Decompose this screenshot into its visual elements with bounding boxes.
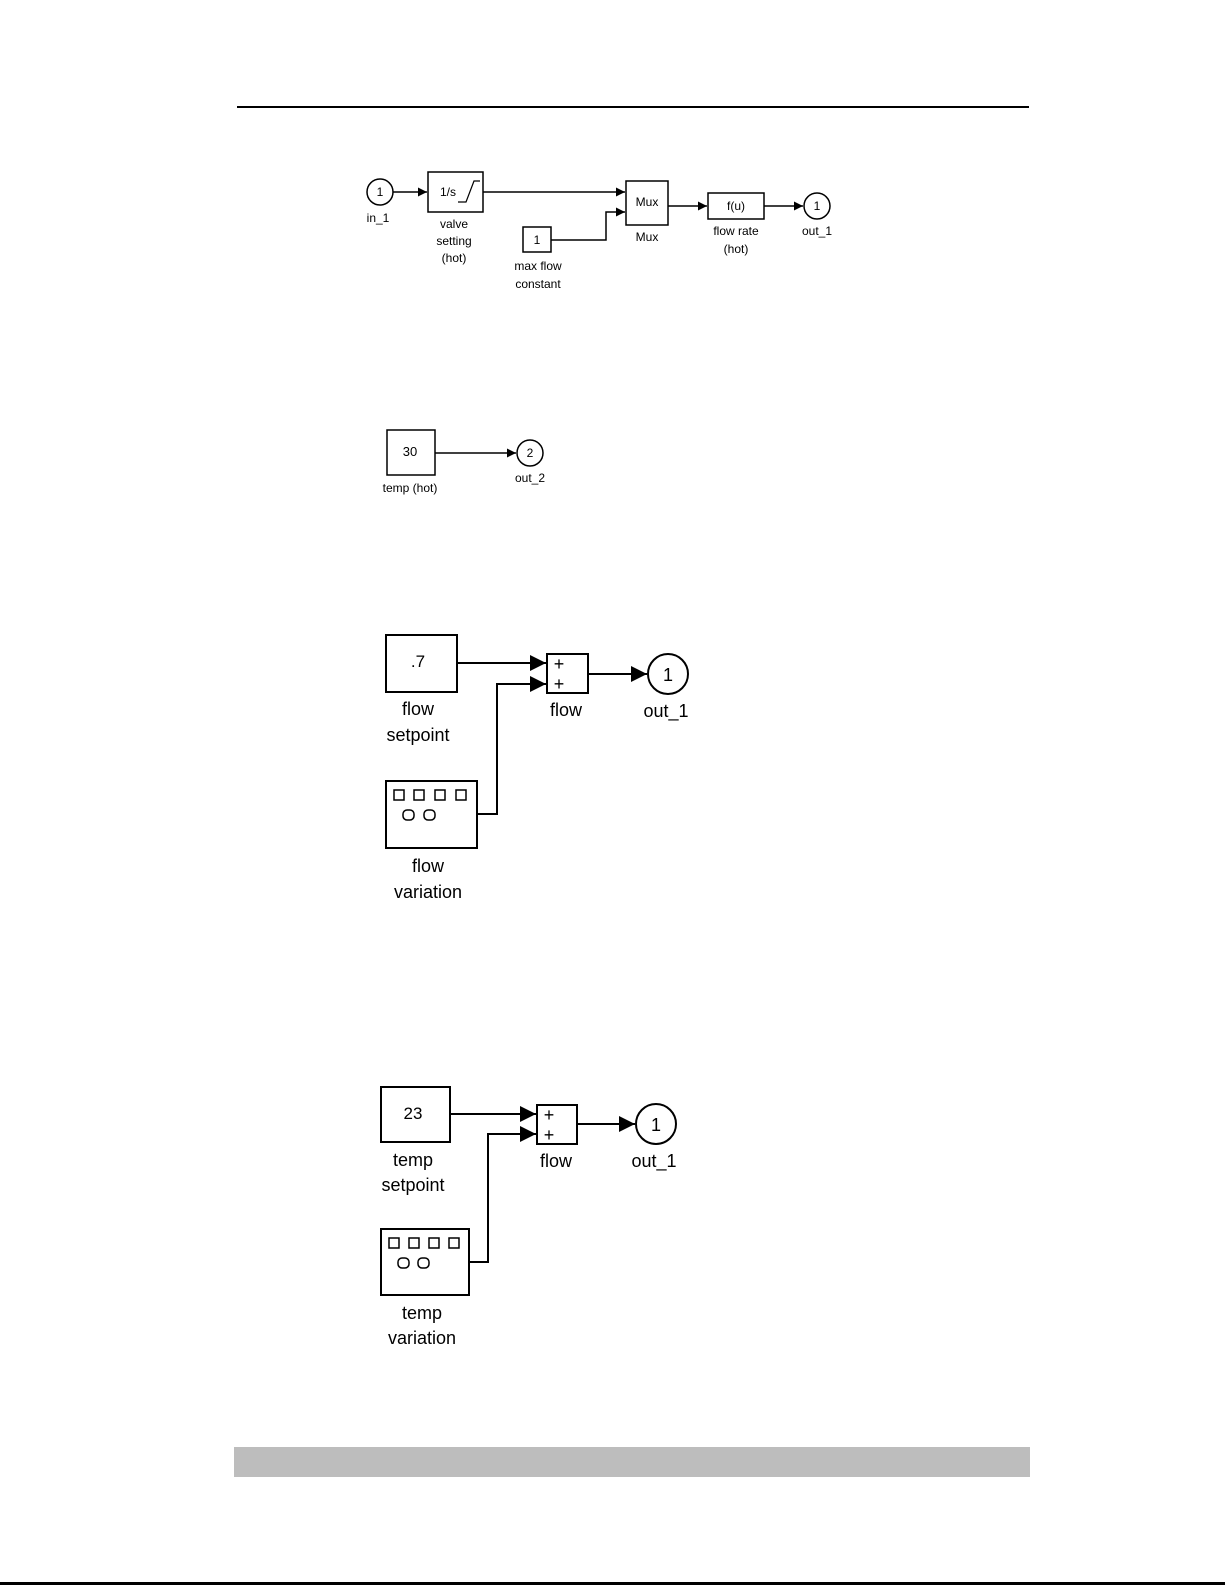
outport-number: 1: [814, 199, 821, 213]
signal-builder-label-line-2: variation: [394, 882, 462, 902]
constant-block[interactable]: 1: [523, 227, 551, 252]
constant-value: 1: [534, 233, 541, 247]
outport-number: 1: [663, 665, 673, 685]
signal-builder-block[interactable]: [386, 781, 477, 848]
mux-block[interactable]: Mux: [626, 181, 668, 225]
constant-block[interactable]: .7: [386, 635, 457, 692]
signal-builder-block[interactable]: [381, 1229, 469, 1295]
signal-line: [477, 684, 546, 814]
sum-label: flow: [550, 700, 583, 720]
diagram-4: 23 temp setpoint + + flow 1 out_1: [381, 1087, 677, 1348]
outport-label: out_1: [802, 224, 832, 238]
outport-label: out_2: [515, 471, 545, 485]
signal-line: [551, 212, 625, 240]
constant-value: 30: [403, 444, 417, 459]
sum-sign-1: +: [554, 654, 565, 674]
outport-label: out_1: [643, 701, 688, 722]
signal-builder-label-line-2: variation: [388, 1328, 456, 1348]
fcn-label-line-1: flow rate: [713, 224, 759, 238]
fcn-text: f(u): [727, 199, 745, 213]
inport-number: 1: [377, 185, 384, 199]
constant-label-line-1: flow: [402, 699, 435, 719]
outport-number: 1: [651, 1115, 661, 1135]
signal-builder-label-line-1: flow: [412, 856, 445, 876]
inport-label: in_1: [367, 211, 390, 225]
diagram-1: 1 in_1 1/s valve setting (hot) 1 max flo…: [367, 172, 833, 291]
outport-out-2[interactable]: 2: [517, 440, 543, 466]
sum-sign-1: +: [544, 1105, 555, 1125]
inport-in-1[interactable]: 1: [367, 179, 393, 205]
outport-number: 2: [527, 446, 534, 460]
outport-label: out_1: [631, 1151, 676, 1172]
constant-block[interactable]: 30: [387, 430, 435, 475]
mux-label: Mux: [636, 230, 659, 244]
outport-out-1[interactable]: 1: [636, 1104, 676, 1144]
integrator-block[interactable]: 1/s: [428, 172, 483, 212]
signal-builder-label-line-1: temp: [402, 1303, 442, 1323]
integrator-text: 1/s: [440, 185, 456, 199]
sum-block[interactable]: + +: [547, 654, 588, 694]
signal-line: [469, 1134, 536, 1262]
sum-label: flow: [540, 1151, 573, 1171]
constant-label-line-1: temp: [393, 1150, 433, 1170]
fcn-label-line-2: (hot): [724, 242, 749, 256]
integrator-label-line-3: (hot): [442, 251, 467, 265]
integrator-label-line-2: setting: [436, 234, 471, 248]
mux-text: Mux: [636, 195, 659, 209]
constant-label-line-1: max flow: [514, 259, 562, 273]
fcn-block[interactable]: f(u): [708, 193, 764, 219]
constant-label-line-2: setpoint: [386, 725, 449, 745]
diagram-3: .7 flow setpoint + + flow 1 out_1: [386, 635, 689, 902]
integrator-label-line-1: valve: [440, 217, 468, 231]
constant-label-line-2: constant: [515, 277, 561, 291]
constant-label: temp (hot): [383, 481, 438, 495]
constant-block[interactable]: 23: [381, 1087, 450, 1142]
outport-out-1[interactable]: 1: [648, 654, 688, 694]
outport-out-1[interactable]: 1: [804, 193, 830, 219]
sum-sign-2: +: [544, 1125, 555, 1145]
diagram-2: 30 temp (hot) 2 out_2: [383, 430, 546, 495]
footer-band: [234, 1447, 1030, 1477]
sum-sign-2: +: [554, 674, 565, 694]
constant-value: 23: [404, 1104, 423, 1123]
sum-block[interactable]: + +: [537, 1105, 577, 1145]
constant-value: .7: [411, 652, 425, 671]
constant-label-line-2: setpoint: [381, 1175, 444, 1195]
